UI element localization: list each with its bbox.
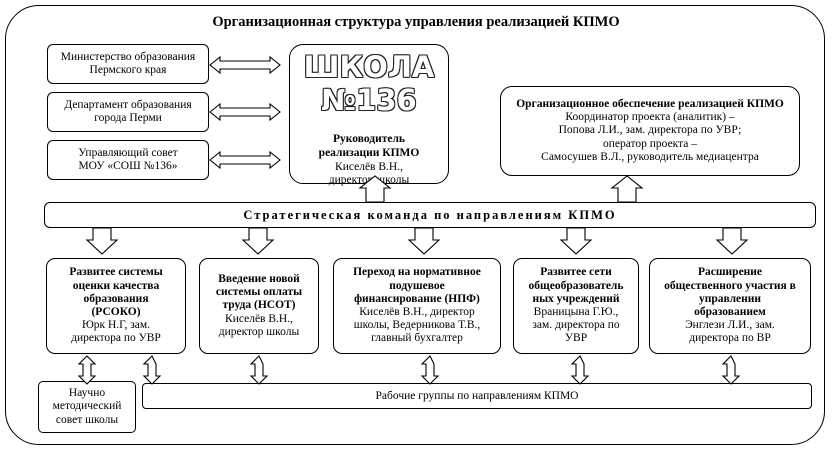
org-support-line: Координатор проекта (аналитик) –: [565, 111, 735, 124]
branch-title: управлении: [698, 292, 761, 305]
branch-title: подушевое: [389, 279, 445, 292]
branch-title: Введение новой: [218, 272, 300, 285]
governing-council-box: Управляющий совет МОУ «СОШ №136»: [47, 140, 209, 180]
working-groups-bar: Рабочие группы по направлениям КПМО: [142, 383, 812, 409]
branch-body: главный бухгалтер: [371, 332, 463, 345]
vertical-double-arrow: [249, 355, 269, 385]
branch-rsoko-box: Развитее системы оценки качества образов…: [46, 258, 186, 354]
branch-body: Киселёв В.Н.,: [225, 312, 293, 325]
branch-network-box: Развитее сети общеобразователь ных учреж…: [513, 258, 639, 354]
ministry-box: Министерство образования Пермского края: [47, 44, 209, 84]
branch-body: школы, Ведерникова Т.В.,: [353, 319, 481, 332]
branch-body: директора по ВР: [689, 332, 771, 345]
down-arrow-branch: [407, 227, 441, 255]
vertical-double-arrow: [570, 355, 590, 385]
branch-body: УВР: [564, 332, 588, 345]
vertical-double-arrow: [721, 355, 741, 385]
down-arrow-branch: [559, 227, 593, 255]
double-arrow-council: [209, 150, 281, 170]
branch-title: Переход на нормативное: [353, 266, 481, 279]
org-support-box: Организационное обеспечение реализацией …: [500, 86, 800, 176]
branch-title: Развитее системы: [69, 266, 163, 279]
branch-body: Юрк Н.Г, зам.: [81, 319, 151, 332]
down-arrow-branch: [85, 227, 119, 255]
branch-title: образования: [83, 292, 149, 305]
branch-body: директора по УВР: [71, 332, 161, 345]
org-support-title: Организационное обеспечение реализацией …: [516, 97, 784, 110]
diagram-title: Организационная структура управления реа…: [212, 14, 620, 30]
org-support-line: Попова Л.И., зам. директора по УВР;: [558, 124, 742, 137]
outer-frame: [5, 5, 825, 445]
up-arrow-school: [358, 175, 392, 203]
up-arrow-org-support: [610, 175, 644, 203]
branch-title: Развитее сети: [540, 266, 612, 279]
leader-role-line2: реализации КПМО: [318, 146, 420, 159]
org-support-line: Самосушев В.Л., руководитель медиацентра: [541, 150, 759, 163]
branch-title: системы оплаты: [215, 286, 303, 299]
branch-body: зам. директора по: [532, 319, 620, 332]
department-line2: города Перми: [94, 112, 162, 124]
strategic-team-bar: Стратегическая команда по направлениям К…: [44, 202, 816, 228]
council-text: совет школы: [55, 413, 119, 426]
school-logo: ШКОЛА №136: [303, 50, 435, 118]
school-leader-box: ШКОЛА №136 Руководитель реализации КПМО …: [289, 44, 449, 186]
branch-nsot-box: Введение новой системы оплаты труда (НСО…: [199, 258, 319, 354]
leader-role-line1: Руководитель: [333, 133, 405, 145]
branch-title: (РСОКО): [91, 306, 141, 318]
ministry-line1: Министерство образования: [60, 50, 196, 63]
ministry-line2: Пермского края: [89, 64, 167, 76]
methodical-council-box: Научно методический совет школы: [38, 381, 136, 433]
council-text: методический: [52, 400, 122, 413]
double-arrow-ministry: [209, 55, 281, 75]
vertical-double-arrow: [420, 355, 440, 385]
branch-title: ных учреждений: [532, 292, 620, 305]
vertical-double-arrow: [77, 355, 97, 385]
branch-body: Враницына Г.Ю.,: [533, 306, 619, 318]
council-line1: Управляющий совет: [78, 146, 178, 159]
council-text: Научно: [68, 387, 106, 400]
down-arrow-branch: [241, 227, 275, 255]
branch-title: Расширение: [697, 266, 763, 279]
branch-body: директор школы: [218, 325, 300, 338]
council-line2: МОУ «СОШ №136»: [78, 160, 178, 172]
branch-public-box: Расширение общественного участия в управ…: [649, 258, 811, 354]
org-support-line: оператор проекта –: [602, 137, 698, 150]
branch-title: финансирование (НПФ): [354, 292, 480, 305]
branch-title: труда (НСОТ): [222, 299, 296, 312]
vertical-double-arrow: [142, 355, 162, 385]
branch-title: общеобразователь: [528, 279, 624, 292]
branch-body: Киселёв В.Н., директор: [359, 306, 475, 318]
down-arrow-branch: [715, 227, 749, 255]
department-box: Департамент образования города Перми: [47, 92, 209, 132]
department-line1: Департамент образования: [64, 98, 192, 111]
branch-body: Энглези Л.И., зам.: [685, 319, 775, 332]
branch-npf-box: Переход на нормативное подушевое финанси…: [333, 258, 501, 354]
branch-title: общественного участия в: [664, 279, 796, 292]
leader-name: Киселёв В.Н.,: [335, 160, 403, 173]
double-arrow-department: [209, 102, 281, 122]
branch-title: образованием: [694, 306, 766, 318]
branch-title: оценки качества: [72, 279, 160, 292]
